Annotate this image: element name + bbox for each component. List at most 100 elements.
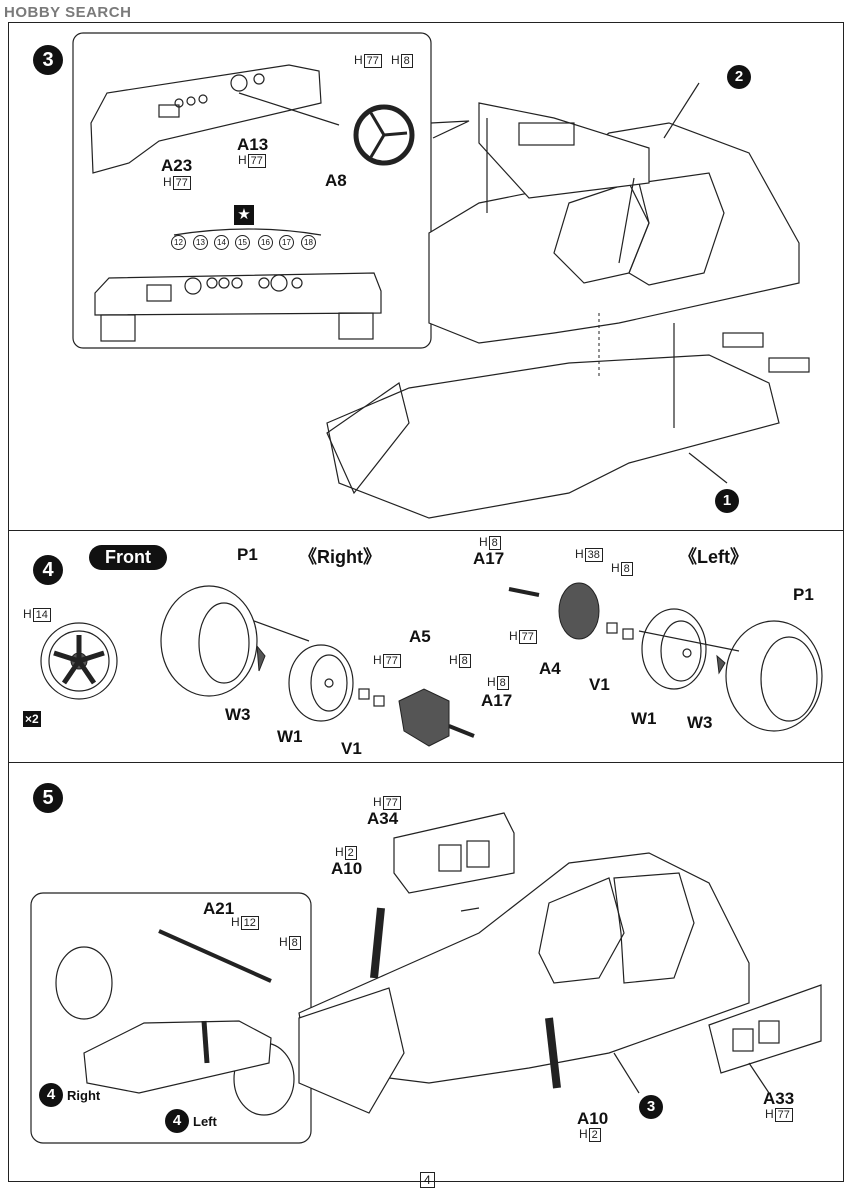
wheel-w1-right	[288, 644, 354, 722]
rear-tray	[722, 332, 764, 348]
dashboard-a23	[90, 64, 322, 174]
part-w3-right: W3	[225, 705, 251, 724]
wheel-hub	[324, 678, 334, 688]
right-side-label: 《Right》	[299, 547, 381, 567]
wheel-hub	[682, 648, 692, 658]
wheel-w1-right-face	[310, 654, 348, 712]
wheel-spoke	[369, 134, 386, 158]
step-3-drawing	[72, 32, 810, 519]
ref-step-2: 2	[727, 65, 751, 89]
poly-cap-v1	[373, 695, 385, 707]
tire-p1-left	[725, 620, 823, 732]
part-a10-bottom: A10	[577, 1109, 609, 1128]
part-a33: A33	[763, 1089, 795, 1108]
part-a5: A5	[409, 627, 431, 646]
leader	[613, 1052, 640, 1094]
wheel-cap-w3-right	[256, 644, 266, 672]
ref-step-1: 1	[715, 489, 739, 513]
diffuser-vent	[732, 1028, 754, 1052]
part-p1-right: P1	[237, 545, 258, 564]
axle-pin-a17	[448, 724, 475, 738]
dash-gauge	[231, 277, 243, 289]
wheel-spoke	[369, 112, 386, 136]
gauge-hole	[186, 96, 196, 106]
step-5-drawing	[30, 812, 822, 1144]
watermark: HOBBY SEARCH	[4, 4, 132, 21]
wheel-spoke	[78, 650, 105, 664]
upright-a5	[398, 688, 450, 747]
decal-gauge-13: 13	[193, 235, 208, 250]
coil-spring	[201, 1020, 210, 1064]
dash-gauge	[258, 277, 270, 289]
dash-foot	[100, 314, 136, 342]
inset-wheel-right	[55, 946, 113, 1020]
dash-gauge	[270, 274, 288, 292]
decal-brace	[173, 228, 322, 236]
step-5-number: 5	[33, 783, 63, 813]
tie-rod-a21	[158, 929, 272, 983]
steering-column-a13	[238, 92, 340, 126]
rear-wing-a34	[393, 812, 515, 894]
dash-gauge	[184, 277, 202, 295]
part-a10-top: A10	[331, 859, 363, 878]
part-p1-left: P1	[793, 585, 814, 604]
decal-gauge-12: 12	[171, 235, 186, 250]
front-badge: Front	[89, 545, 167, 570]
ref-right-label: Right	[67, 1088, 101, 1103]
step-4-number: 4	[33, 555, 63, 585]
cowl-vent	[518, 122, 575, 146]
wheel-spoke	[61, 659, 82, 685]
dash-screen	[146, 284, 172, 302]
gauge-hole	[198, 94, 208, 104]
wheel-spoke	[383, 131, 408, 137]
axle-pin-a17-left	[508, 587, 540, 597]
seat-right	[613, 872, 695, 984]
wing-vent	[466, 840, 490, 868]
part-w3-left: W3	[687, 713, 713, 732]
upright-a4	[558, 582, 600, 640]
chassis-body	[298, 852, 750, 1084]
leader	[688, 452, 728, 484]
decal-star-icon: ★	[234, 205, 254, 225]
seat-left	[538, 877, 625, 984]
part-a34: A34	[367, 809, 399, 828]
rear-tray	[768, 357, 810, 373]
quantity-x2: ×2	[23, 711, 41, 727]
inset-front-nose	[83, 1020, 272, 1094]
part-a8-label: A8	[325, 171, 347, 190]
inset-callout-line	[430, 120, 470, 139]
ref-step-4-right: 4	[39, 1083, 63, 1107]
step-4-drawing	[40, 582, 823, 747]
wing-vent	[438, 844, 462, 872]
dashboard-inset-frame	[72, 32, 432, 349]
decal-gauge-16: 16	[258, 235, 273, 250]
poly-cap-v1	[358, 688, 370, 700]
part-a17-right: A17	[481, 691, 513, 710]
assembly-line	[638, 630, 740, 652]
assembly-line	[253, 620, 310, 642]
dash-gauge	[291, 277, 303, 289]
decal-gauge-14: 14	[214, 235, 229, 250]
ref-step-4-left: 4	[165, 1109, 189, 1133]
dash-gauge	[218, 277, 230, 289]
gauge-hole	[253, 73, 265, 85]
wheel-reference	[40, 622, 118, 700]
part-a17-left: A17	[473, 549, 505, 568]
tire-p1-right-face	[198, 602, 250, 684]
dash-gauge	[206, 277, 218, 289]
